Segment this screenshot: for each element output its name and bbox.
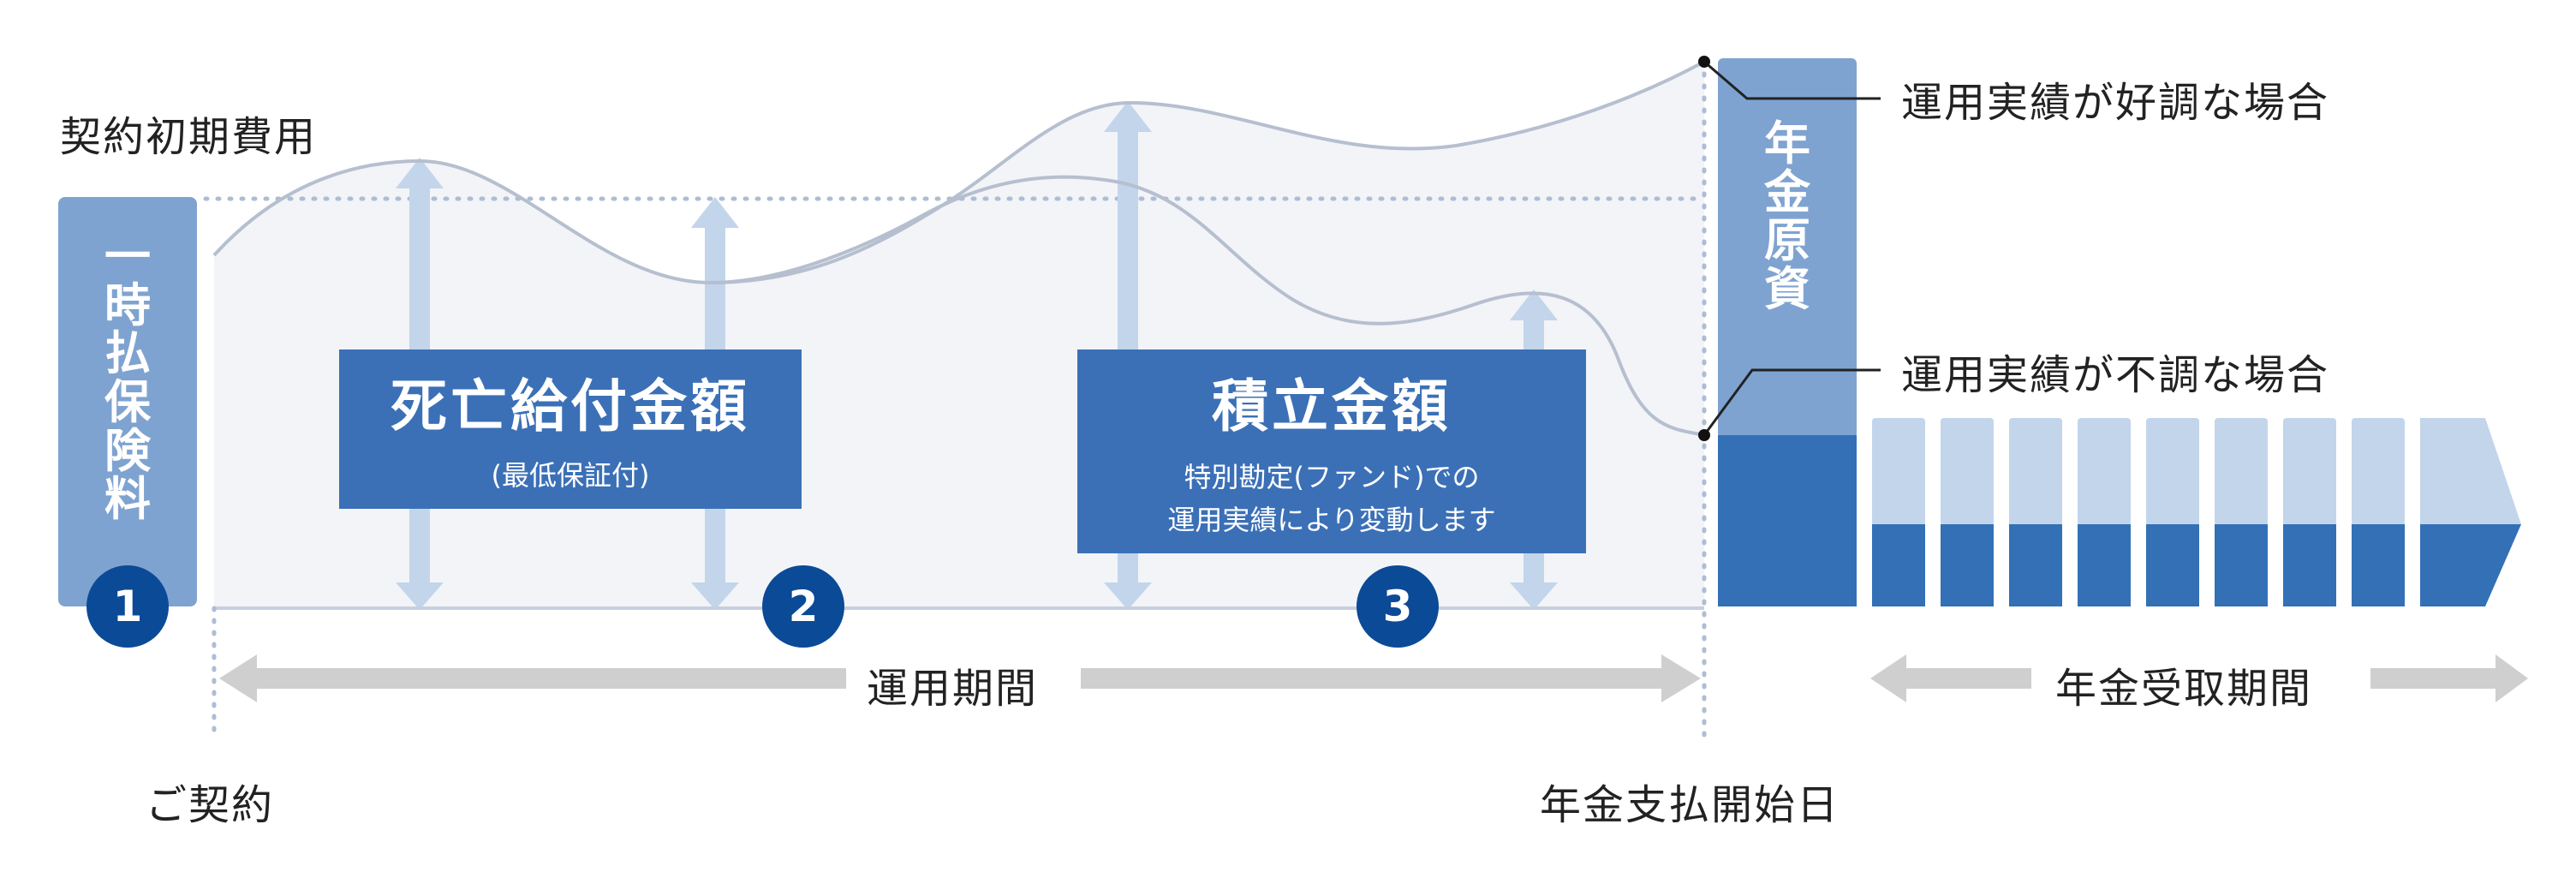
death-benefit-subtitle: (最低保証付): [491, 459, 650, 493]
contract-label: ご契約: [146, 781, 275, 829]
operation-period-label: 運用期間: [867, 665, 1039, 713]
pension-fund-box-text: 年 金 原 資: [1718, 116, 1857, 317]
death-benefit-title: 死亡給付金額: [391, 373, 750, 440]
period-arrows: [219, 654, 2528, 702]
death-benefit-card: 死亡給付金額 (最低保証付): [339, 349, 802, 509]
pension-start-label: 年金支払開始日: [1540, 781, 1840, 829]
pension-fund-char: 原: [1764, 213, 1810, 268]
poor-callout-dot: [1698, 429, 1710, 441]
poor-performance-line: [710, 175, 1705, 437]
accumulation-subtitle-1: 特別勘定(ファンド)での: [1184, 461, 1480, 494]
premium-box-text: 一 時 払 保 険 料: [58, 230, 197, 527]
pension-receipt-period-label: 年金受取期間: [2055, 665, 2313, 713]
step-1-badge: 1: [86, 565, 169, 648]
poor-callout-line: [1702, 368, 1881, 436]
step-3-badge: 3: [1357, 565, 1439, 648]
pension-fund-char: 年: [1764, 116, 1810, 170]
pension-fund-box-bottom: [1718, 435, 1857, 606]
premium-char: 払: [104, 326, 151, 381]
premium-char: 一: [104, 230, 151, 284]
good-callout-dot: [1698, 56, 1710, 68]
premium-char: 料: [104, 472, 151, 527]
accumulation-title: 積立金額: [1212, 373, 1452, 440]
pension-fund-box-top: [1718, 58, 1857, 439]
step-2-badge: 2: [762, 565, 844, 648]
good-callout-line: [1703, 60, 1881, 100]
accumulation-subtitle-2: 運用実績により変動します: [1167, 504, 1496, 536]
pension-fund-char: 金: [1764, 164, 1810, 219]
premium-char: 時: [104, 278, 151, 332]
premium-char: 険: [104, 423, 151, 478]
premium-char: 保: [104, 375, 151, 430]
initial-cost-label: 契約初期費用: [60, 113, 318, 161]
good-performance-label: 運用実績が好調な場合: [1901, 79, 2330, 127]
pension-fund-char: 資: [1764, 262, 1810, 317]
pension-payments: [1872, 418, 2521, 606]
premium-box: [58, 197, 197, 606]
poor-performance-label: 運用実績が不調な場合: [1901, 351, 2330, 399]
accumulation-card: 積立金額 特別勘定(ファンド)での 運用実績により変動します: [1077, 349, 1586, 553]
